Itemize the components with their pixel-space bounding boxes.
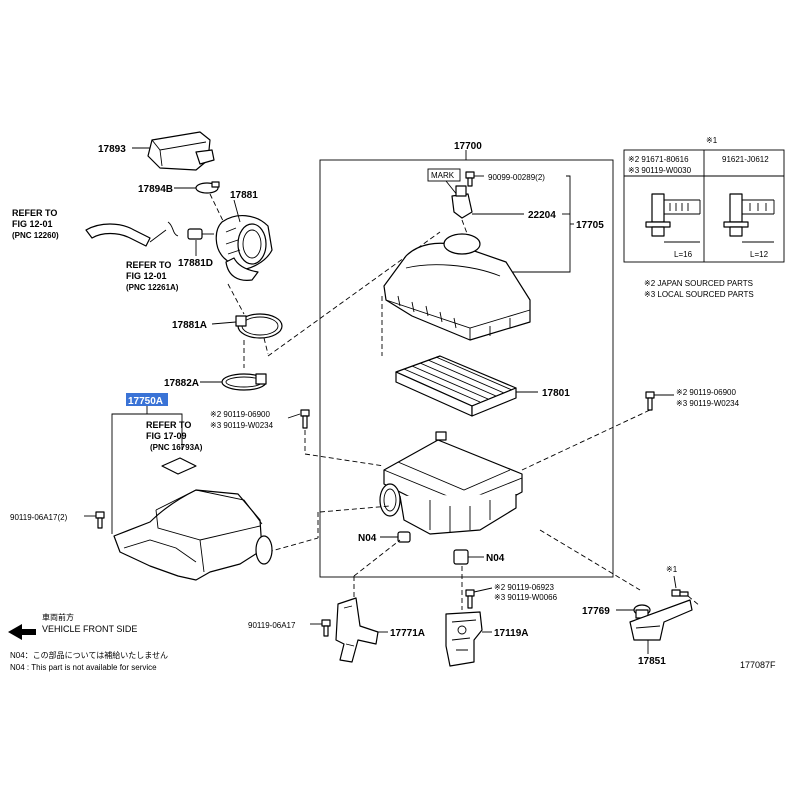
refer3-c: (PNC 16793A) xyxy=(150,443,203,452)
bolt-right-2: ※2 90119-06900 xyxy=(676,388,736,397)
refer1-c: (PNC 12260) xyxy=(12,231,59,240)
label-17894b[interactable]: 17894B xyxy=(138,184,173,195)
assembly-frame-17700 xyxy=(319,159,614,578)
bolt-06a17-2: 90119-06A17(2) xyxy=(10,513,68,522)
front-arrow-icon xyxy=(8,624,36,640)
label-17893[interactable]: 17893 xyxy=(98,144,126,155)
label-17750a-highlight xyxy=(126,393,168,406)
bolt-90099: 90099-00289(2) xyxy=(488,173,545,182)
flange-bolt-l16-icon xyxy=(645,193,701,243)
flange-bolt-l12-icon xyxy=(723,193,775,243)
grommet-n04-right-icon xyxy=(453,549,469,565)
inset-header-mark: ※1 xyxy=(706,136,718,145)
air-cleaner-case-icon xyxy=(379,431,523,535)
bolt-left-2: ※2 90119-06900 xyxy=(210,410,270,419)
bolt-left-3: ※3 90119-W0234 xyxy=(210,421,274,430)
inset-len2: L=12 xyxy=(750,250,769,259)
label-17882a[interactable]: 17882A xyxy=(164,378,199,389)
label-17851[interactable]: 17851 xyxy=(638,656,666,667)
intake-hose-17881-icon xyxy=(215,215,273,281)
breather-hose-icon xyxy=(85,223,151,247)
refer2-b: FIG 12-01 xyxy=(126,271,167,281)
bolt-06a17-2-icon xyxy=(95,511,105,529)
refer1-b: FIG 12-01 xyxy=(12,219,53,229)
label-17119a[interactable]: 17119A xyxy=(494,628,528,639)
inset-col1-b: ※3 90119-W0030 xyxy=(628,166,692,175)
bracket-17771a-icon xyxy=(335,597,379,663)
front-en: VEHICLE FRONT SIDE xyxy=(42,624,137,634)
label-17771a[interactable]: 17771A xyxy=(390,628,425,639)
refer3-b: FIG 17-09 xyxy=(146,431,187,441)
label-17700[interactable]: 17700 xyxy=(454,141,482,152)
front-jp: 車両前方 xyxy=(42,612,74,622)
bolt-06a17: 90119-06A17 xyxy=(248,621,296,630)
label-17881a[interactable]: 17881A xyxy=(172,320,207,331)
clamp-17894b-icon xyxy=(195,181,220,194)
inset-col2: 91621-J0612 xyxy=(722,155,769,164)
inset-col1-a: ※2 91671-80616 xyxy=(628,155,689,164)
label-17705[interactable]: 17705 xyxy=(576,220,604,231)
bolt-left-icon xyxy=(300,409,310,429)
inset-note2: ※2 JAPAN SOURCED PARTS xyxy=(644,279,753,288)
label-n04-left[interactable]: N04 xyxy=(358,533,377,544)
refer2-a: REFER TO xyxy=(126,260,171,270)
note-en: N04 : This part is not available for ser… xyxy=(10,663,157,672)
bolt-right-icon xyxy=(645,391,655,411)
bolt-06923: ※2 90119-06923 xyxy=(494,583,554,592)
bolt-w0066: ※3 90119-W0066 xyxy=(494,593,558,602)
bracket-17119a-icon xyxy=(445,611,483,667)
figure-code: 177087F xyxy=(740,660,776,670)
inlet-duct-17750a-icon xyxy=(113,489,273,581)
bolt-star1: ※1 xyxy=(666,565,678,574)
fitting-17881d-icon xyxy=(187,228,214,240)
label-17769[interactable]: 17769 xyxy=(582,606,610,617)
mark-label: MARK xyxy=(431,171,455,180)
mark-label-box xyxy=(427,168,461,182)
screw-90099-icon xyxy=(465,171,475,187)
label-17750a[interactable]: 17750A xyxy=(128,396,163,407)
pad-icon xyxy=(161,457,197,475)
sensor-22204-icon xyxy=(451,185,473,219)
inset-note3: ※3 LOCAL SOURCED PARTS xyxy=(644,290,754,299)
bolt-right-3: ※3 90119-W0234 xyxy=(676,399,740,408)
label-17801[interactable]: 17801 xyxy=(542,388,570,399)
label-n04-right[interactable]: N04 xyxy=(486,553,505,564)
hose-clamp-17881a-icon xyxy=(235,313,283,339)
label-17881d[interactable]: 17881D xyxy=(178,258,213,269)
refer1-a: REFER TO xyxy=(12,208,57,218)
refer3-a: REFER TO xyxy=(146,420,191,430)
label-22204[interactable]: 22204 xyxy=(528,210,556,221)
refer2-c: (PNC 12261A) xyxy=(126,283,179,292)
air-filter-element-17801-icon xyxy=(395,355,517,417)
bolt-06a17-icon xyxy=(321,619,331,637)
bolt-06923-icon xyxy=(465,589,475,609)
inset-len1: L=16 xyxy=(674,250,693,259)
hose-clamp-17882a-icon xyxy=(221,373,267,391)
label-17881[interactable]: 17881 xyxy=(230,190,258,201)
note-jp: N04：この部品については補給いたしません xyxy=(10,650,168,660)
resonator-17893-icon xyxy=(147,131,215,171)
bolt-star1-icon xyxy=(671,589,689,597)
bracket-17851-icon xyxy=(629,599,693,641)
air-cleaner-cap-17705-icon xyxy=(383,233,531,341)
